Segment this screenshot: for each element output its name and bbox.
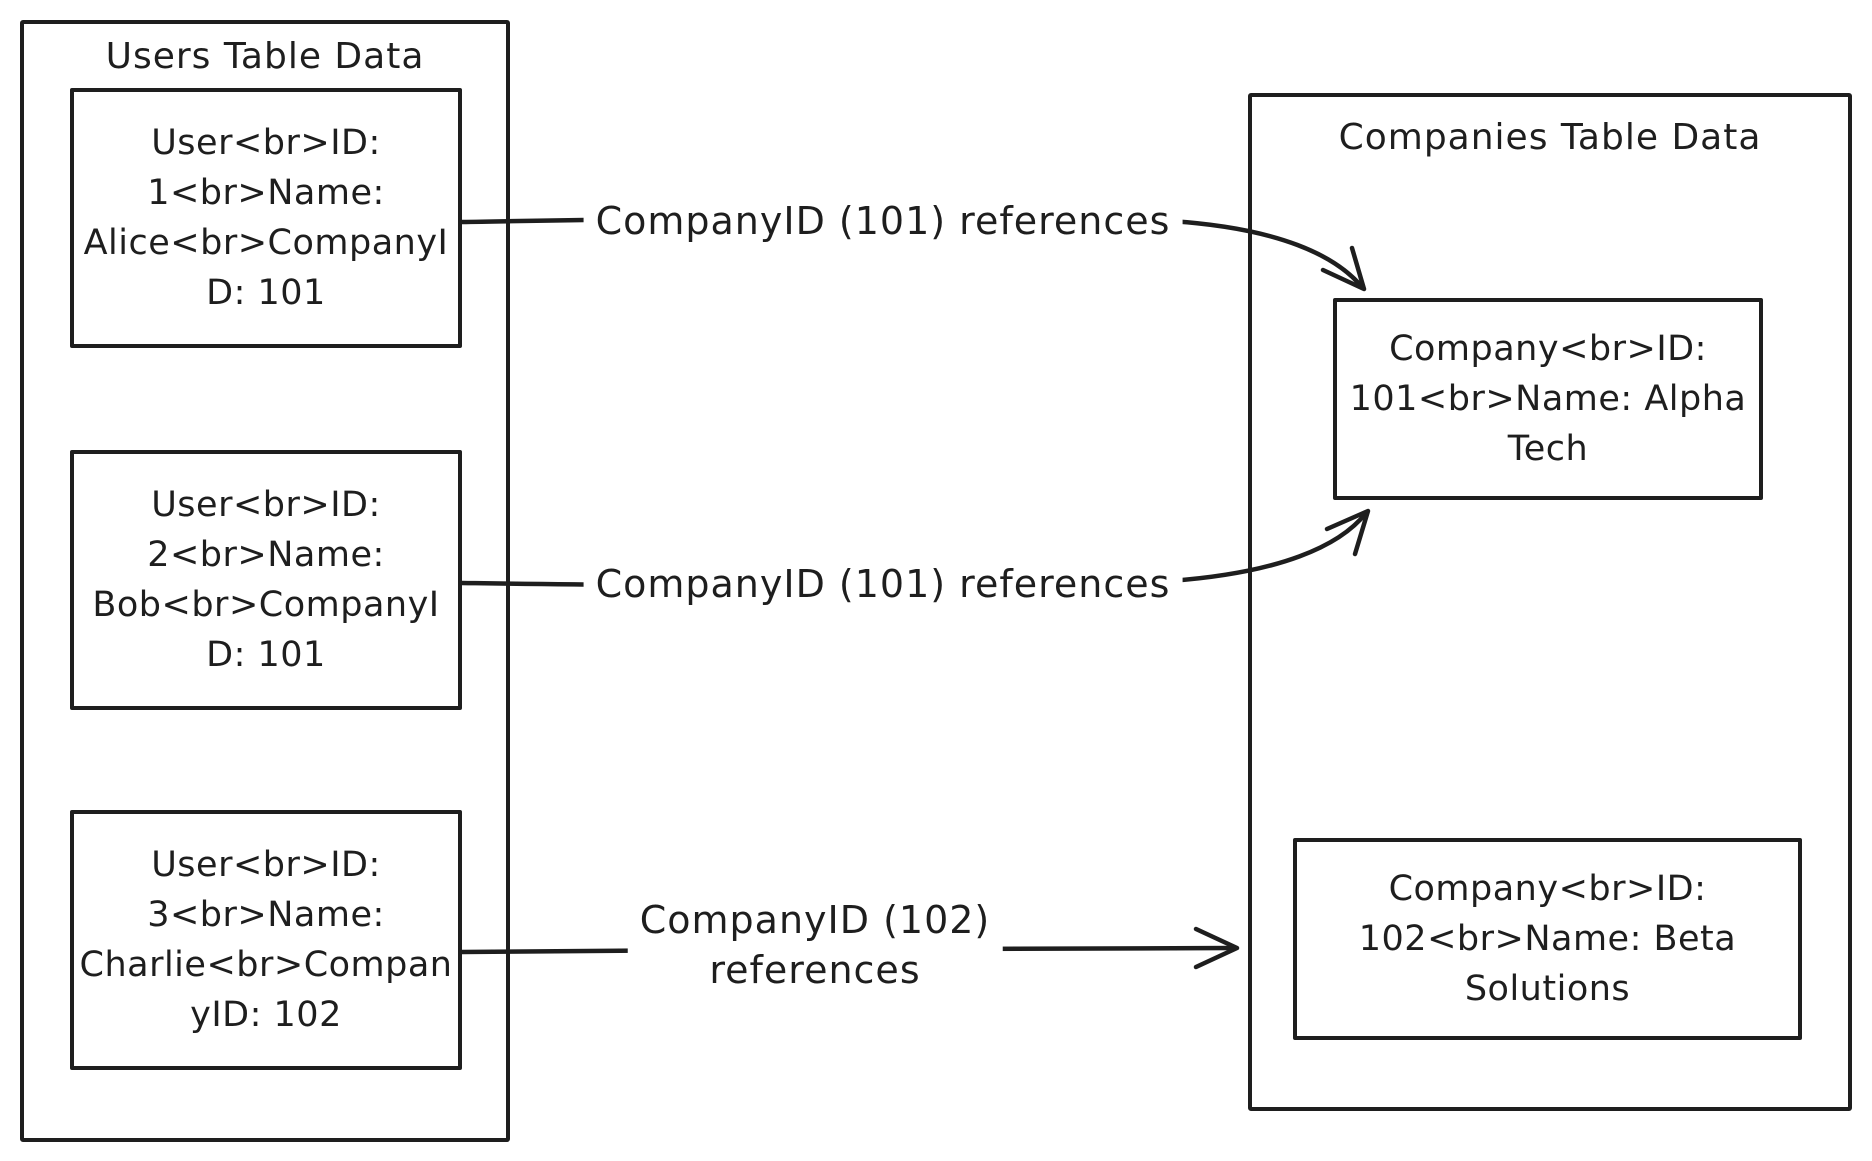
user-record-3: User<br>ID: 3<br>Name: Charlie<br>Compan… [70,810,462,1070]
edge-label-user3: CompanyID (102) references [627,893,1003,997]
arrowhead-icon [1193,926,1240,970]
company-record-beta-solutions: Company<br>ID: 102<br>Name: Beta Solutio… [1293,838,1802,1040]
users-table-title: Users Table Data [105,36,425,77]
edge-label-user2: CompanyID (101) references [583,557,1183,611]
user-record-1: User<br>ID: 1<br>Name: Alice<br>CompanyI… [70,88,462,348]
companies-table-title: Companies Table Data [1338,117,1762,158]
user-record-2: User<br>ID: 2<br>Name: Bob<br>CompanyI D… [70,450,462,710]
edge-label-user1: CompanyID (101) references [583,194,1183,248]
company-record-alpha-tech: Company<br>ID: 101<br>Name: Alpha Tech [1333,298,1763,500]
users-table-group: Users Table Data [20,20,510,1142]
companies-table-group: Companies Table Data [1248,93,1852,1111]
